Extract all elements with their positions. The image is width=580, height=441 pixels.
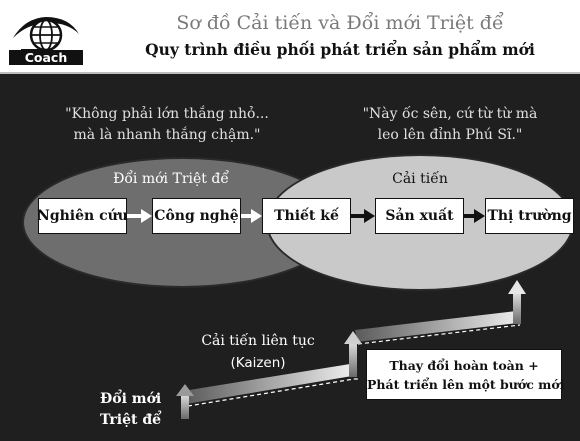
- radical-innovation-line-2: Triệt để: [100, 412, 162, 428]
- quote-right-line-2: leo lên đỉnh Phú Sĩ.": [377, 127, 523, 143]
- page-subtitle: Quy trình điều phối phát triển sản phẩm …: [145, 40, 535, 59]
- flow-arrow-4: [464, 209, 485, 223]
- page-title: Sơ đồ Cải tiến và Đổi mới Triệt để: [176, 12, 504, 34]
- step-technology: Công nghệ: [152, 198, 241, 234]
- radical-area-label: Đổi mới Triệt để: [113, 171, 229, 187]
- breakthrough-arrow-1: [176, 384, 194, 419]
- coach-logo: Coach: [7, 8, 85, 66]
- step-research: Nghiên cứu: [37, 198, 128, 234]
- step-design: Thiết kế: [262, 198, 351, 234]
- breakthrough-arrow-3: [508, 280, 526, 324]
- flow-arrow-2: [241, 209, 262, 223]
- quote-right-line-1: "Này ốc sên, cứ từ từ mà: [362, 106, 538, 122]
- breakthrough-line-1: Thay đổi hoàn toàn +: [389, 358, 539, 373]
- breakthrough-callout: Thay đổi hoàn toàn + Phát triển lên một …: [366, 349, 565, 400]
- breakthrough-arrow-2: [344, 331, 362, 377]
- logo-text: Coach: [25, 50, 68, 65]
- kaizen-subtitle: (Kaizen): [230, 355, 286, 371]
- breakthrough-gap-line-upper: [357, 324, 521, 345]
- breakthrough-line-2: Phát triển lên một bước mới: [367, 377, 565, 392]
- kaizen-ramp-lower: [183, 364, 352, 404]
- improvement-area-label: Cải tiến: [392, 171, 448, 187]
- quote-right: "Này ốc sên, cứ từ từ mà leo lên đỉnh Ph…: [330, 104, 570, 146]
- header: Coach Sơ đồ Cải tiến và Đổi mới Triệt để…: [0, 0, 580, 72]
- radical-innovation-line-1: Đổi mới: [100, 391, 162, 407]
- kaizen-ramp-upper: [355, 311, 518, 342]
- flow-arrow-3: [351, 209, 375, 223]
- step-production: Sản xuất: [375, 198, 464, 234]
- quote-left: "Không phải lớn thắng nhỏ... mà là nhanh…: [42, 104, 292, 146]
- quote-left-line-1: "Không phải lớn thắng nhỏ...: [65, 106, 269, 122]
- kaizen-title: Cải tiến liên tục: [201, 333, 315, 349]
- radical-innovation-label: Đổi mới Triệt để: [100, 389, 162, 431]
- breakthrough-gap-line-lower: [187, 378, 360, 407]
- kaizen-label: Cải tiến liên tục (Kaizen): [178, 330, 338, 374]
- flow-arrow-1: [127, 209, 152, 223]
- step-market: Thị trường: [485, 198, 574, 234]
- quote-left-line-2: mà là nhanh thắng chậm.": [73, 127, 261, 143]
